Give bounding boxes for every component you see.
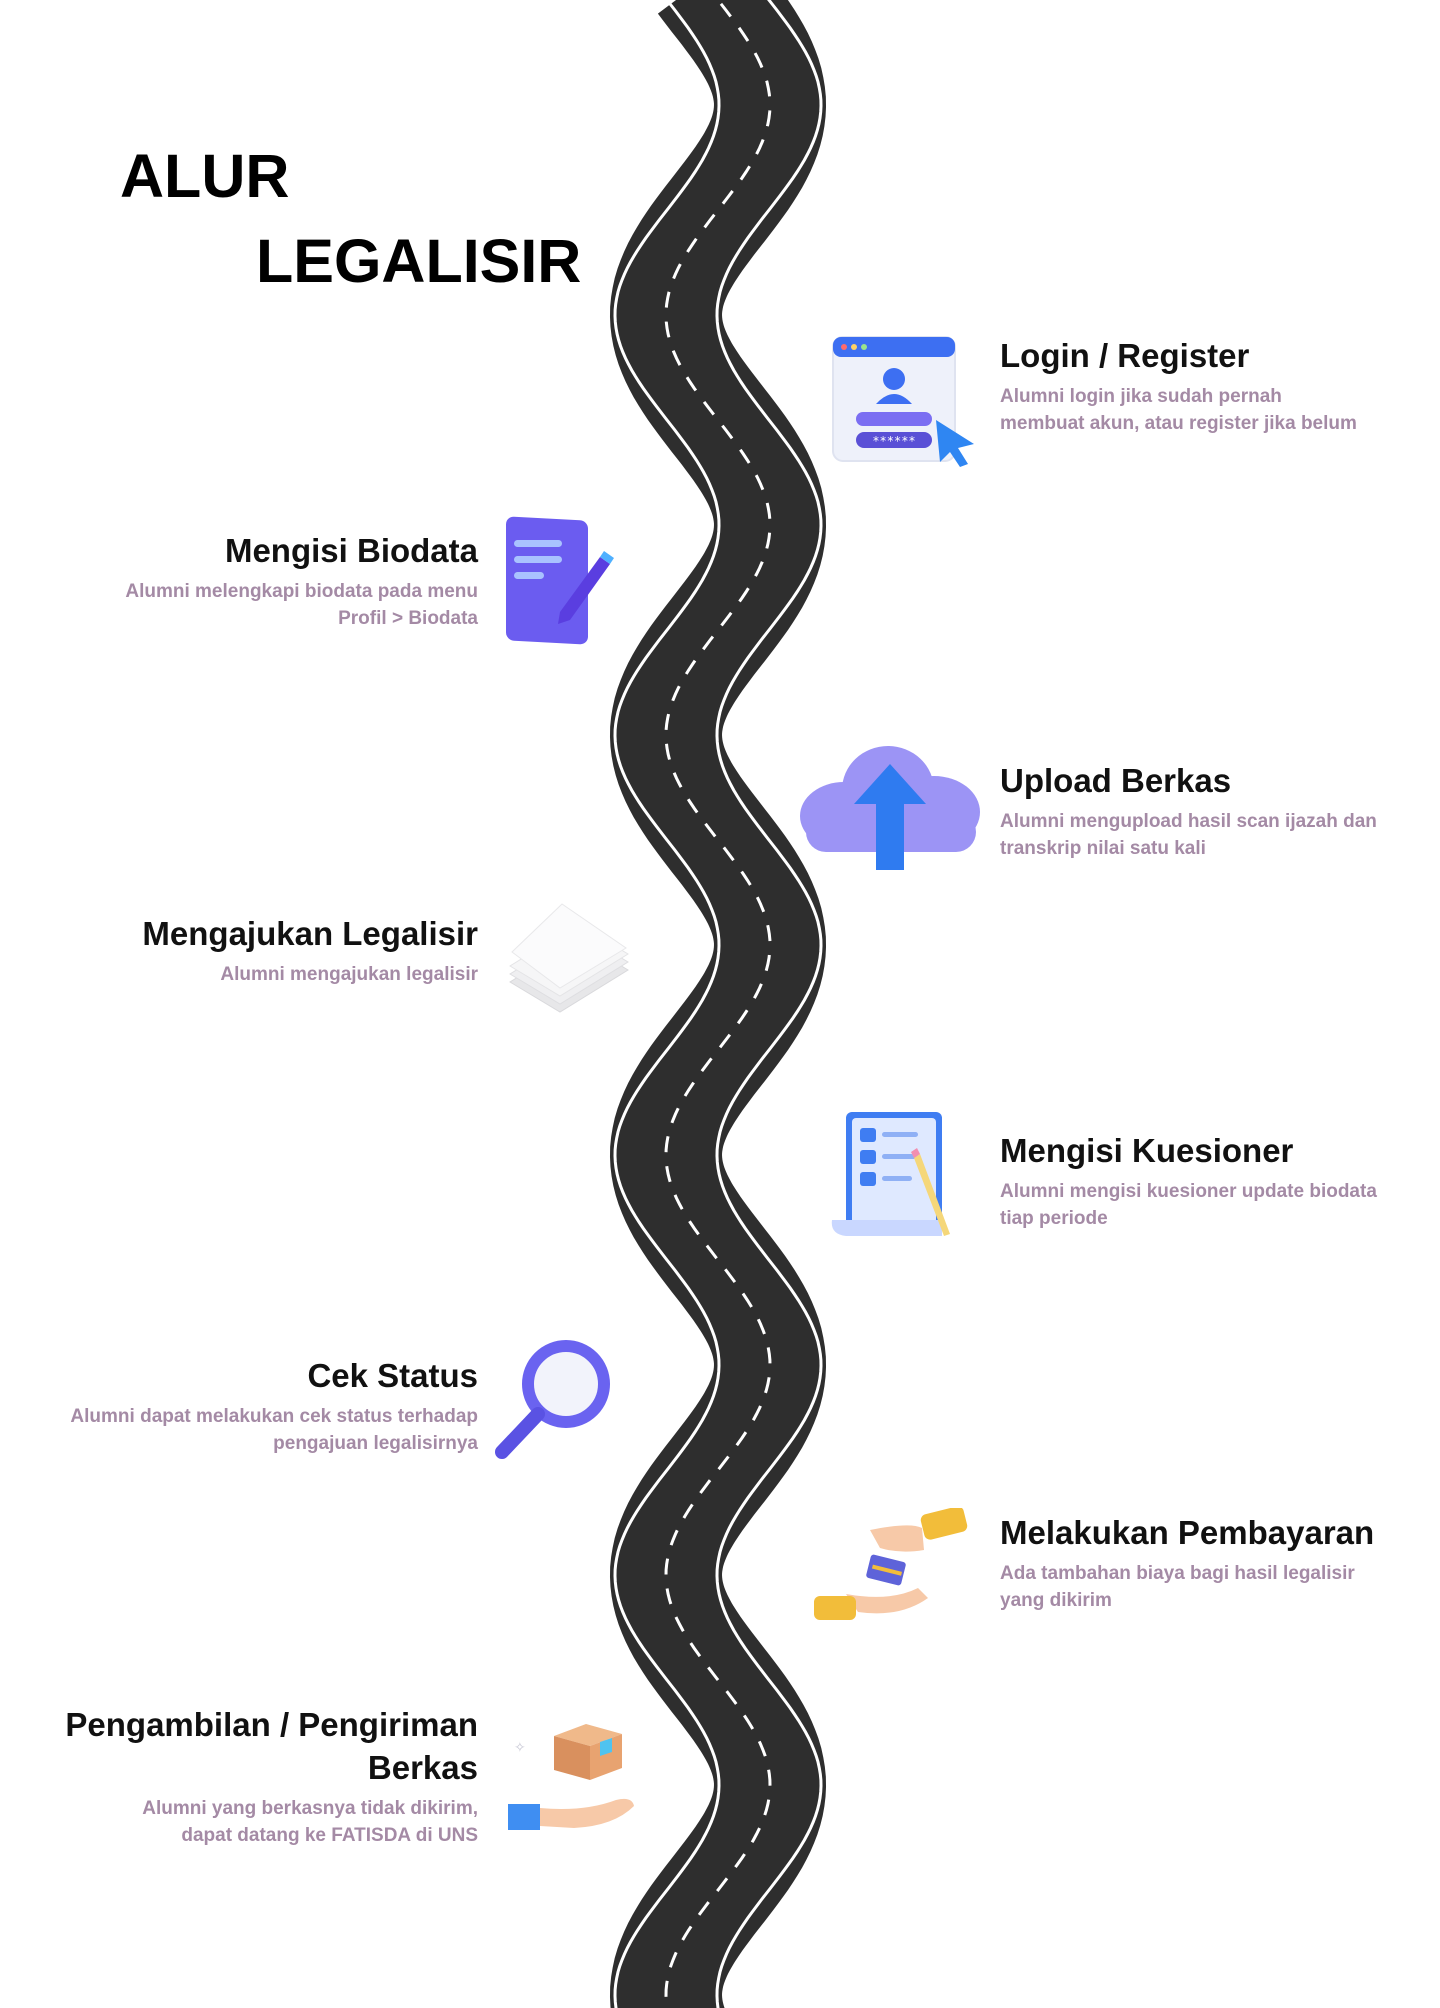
step-title: Login / Register xyxy=(1000,337,1250,374)
page-title-line2: LEGALISIR xyxy=(256,227,582,295)
step-melakukan-pembayaran: Melakukan Pembayaran Ada tambahan biaya … xyxy=(1000,1512,1430,1615)
step-title: Upload Berkas xyxy=(1000,762,1232,799)
step-upload-berkas: Upload Berkas Alumni mengupload hasil sc… xyxy=(1000,760,1430,863)
step-mengajukan-legalisir: Mengajukan Legalisir Alumni mengajukan l… xyxy=(142,913,478,989)
step-title: Mengisi Kuesioner xyxy=(1000,1132,1294,1169)
step-mengisi-biodata: Mengisi Biodata Alumni melengkapi biodat… xyxy=(125,530,478,633)
paper-stack-icon xyxy=(509,903,629,1013)
step-cek-status: Cek Status Alumni dapat melakukan cek st… xyxy=(70,1355,478,1458)
step-title: Mengajukan Legalisir xyxy=(142,915,478,952)
step-description: Alumni yang berkasnya tidak dikirim,dapa… xyxy=(142,1797,478,1846)
card-payment-icon xyxy=(814,1508,968,1620)
svg-text:✧: ✧ xyxy=(514,1739,526,1755)
step-login-register: Login / Register Alumni login jika sudah… xyxy=(1000,335,1430,438)
step-title: Melakukan Pembayaran xyxy=(1000,1514,1375,1551)
step-description: Alumni dapat melakukan cek status terhad… xyxy=(70,1405,478,1454)
login-window-icon: ****** xyxy=(832,336,974,467)
step-mengisi-kuesioner: Mengisi Kuesioner Alumni mengisi kuesion… xyxy=(1000,1130,1430,1233)
magnifier-icon xyxy=(495,1340,610,1459)
cloud-upload-icon xyxy=(800,746,980,870)
checklist-pencil-icon xyxy=(831,1112,950,1236)
step-title: Mengisi Biodata xyxy=(224,532,478,569)
step-description: Alumni mengajukan legalisir xyxy=(220,963,478,985)
document-pen-icon xyxy=(506,516,614,645)
step-title: Cek Status xyxy=(307,1357,478,1394)
svg-text:******: ****** xyxy=(872,434,915,448)
page-title-line1: ALUR xyxy=(120,142,290,210)
package-hand-icon: ✧ xyxy=(508,1724,634,1830)
